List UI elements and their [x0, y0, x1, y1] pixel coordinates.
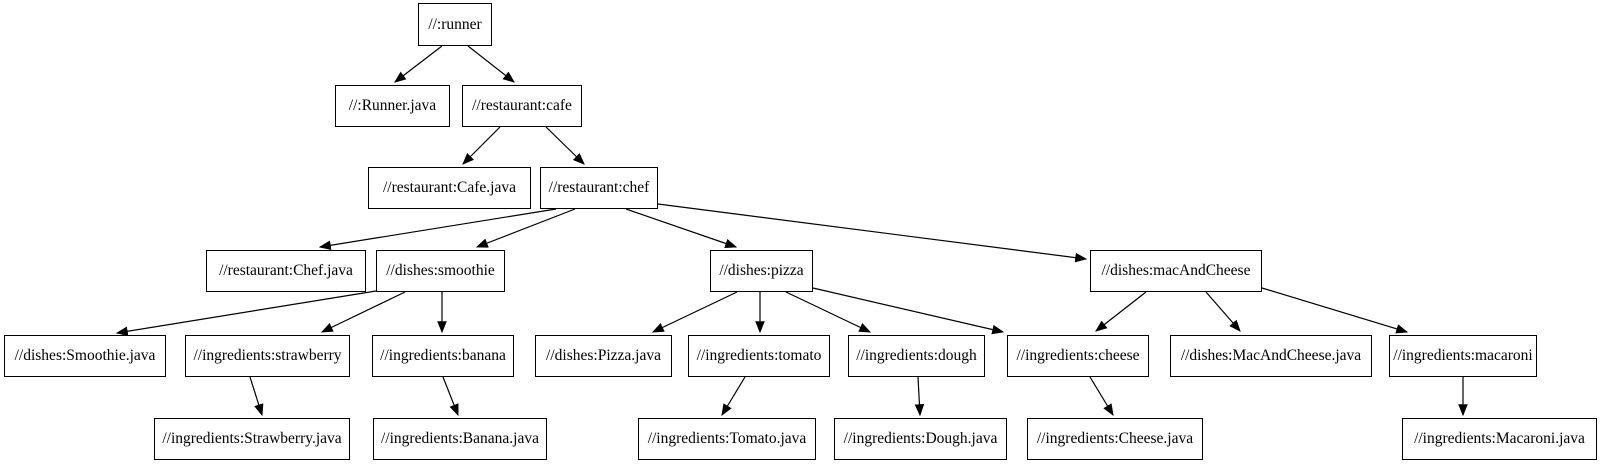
graph-node-restaurant_chef[interactable]: //restaurant:chef [540, 167, 658, 209]
graph-node-dishes_smoothie[interactable]: //dishes:smoothie [376, 250, 505, 292]
node-label: //ingredients:tomato [696, 347, 822, 365]
graph-node-pizza_java[interactable]: //dishes:Pizza.java [535, 335, 672, 377]
graph-node-ing_macaroni[interactable]: //ingredients:macaroni [1389, 335, 1537, 377]
graph-node-macaroni_java[interactable]: //ingredients:Macaroni.java [1402, 418, 1597, 460]
node-label: //dishes:Pizza.java [546, 347, 661, 365]
node-label: //ingredients:Dough.java [843, 430, 998, 448]
node-label: //restaurant:cafe [472, 97, 572, 115]
graph-node-ing_dough[interactable]: //ingredients:dough [848, 335, 985, 377]
node-label: //ingredients:banana [380, 347, 506, 365]
graph-node-ing_strawberry[interactable]: //ingredients:strawberry [185, 335, 350, 377]
graph-node-banana_java[interactable]: //ingredients:Banana.java [373, 418, 547, 460]
graph-node-ing_cheese[interactable]: //ingredients:cheese [1007, 335, 1149, 377]
node-label: //ingredients:Strawberry.java [162, 430, 342, 448]
graph-node-mac_java[interactable]: //dishes:MacAndCheese.java [1170, 335, 1372, 377]
graph-node-runner_java[interactable]: //:Runner.java [335, 85, 450, 127]
node-label: //ingredients:Banana.java [381, 430, 539, 448]
graph-node-dishes_pizza[interactable]: //dishes:pizza [710, 250, 813, 292]
graph-node-smoothie_java[interactable]: //dishes:Smoothie.java [4, 335, 166, 377]
node-label: //ingredients:Tomato.java [647, 430, 807, 448]
graph-node-chef_java[interactable]: //restaurant:Chef.java [206, 250, 366, 292]
graph-node-ing_tomato[interactable]: //ingredients:tomato [688, 335, 830, 377]
node-label: //dishes:Smoothie.java [14, 347, 156, 365]
node-label: //:runner [428, 15, 482, 33]
node-label: //ingredients:Cheese.java [1036, 430, 1194, 448]
graph-node-cheese_java[interactable]: //ingredients:Cheese.java [1027, 418, 1203, 460]
node-label: //ingredients:dough [856, 347, 977, 365]
graph-node-runner[interactable]: //:runner [418, 3, 492, 46]
node-label: //dishes:macAndCheese [1101, 262, 1251, 280]
node-label: //dishes:MacAndCheese.java [1180, 347, 1362, 365]
graph-node-restaurant_cafe[interactable]: //restaurant:cafe [462, 85, 582, 127]
graph-node-strawberry_java[interactable]: //ingredients:Strawberry.java [154, 418, 350, 460]
node-label: //ingredients:strawberry [193, 347, 342, 365]
node-label: //restaurant:Chef.java [219, 262, 353, 280]
node-label: //restaurant:chef [548, 179, 650, 197]
graph-node-tomato_java[interactable]: //ingredients:Tomato.java [638, 418, 816, 460]
graph-node-dough_java[interactable]: //ingredients:Dough.java [834, 418, 1007, 460]
node-label: //dishes:pizza [719, 262, 804, 280]
graph-node-cafe_java[interactable]: //restaurant:Cafe.java [368, 167, 531, 209]
graph-node-dishes_mac[interactable]: //dishes:macAndCheese [1090, 250, 1262, 292]
graph-node-ing_banana[interactable]: //ingredients:banana [372, 335, 514, 377]
node-label: //ingredients:cheese [1016, 347, 1140, 365]
node-label: //ingredients:Macaroni.java [1414, 430, 1585, 448]
node-label: //dishes:smoothie [386, 262, 495, 280]
node-label: //restaurant:Cafe.java [383, 179, 516, 197]
node-label: //:Runner.java [348, 97, 437, 115]
node-label: //ingredients:macaroni [1393, 347, 1533, 365]
